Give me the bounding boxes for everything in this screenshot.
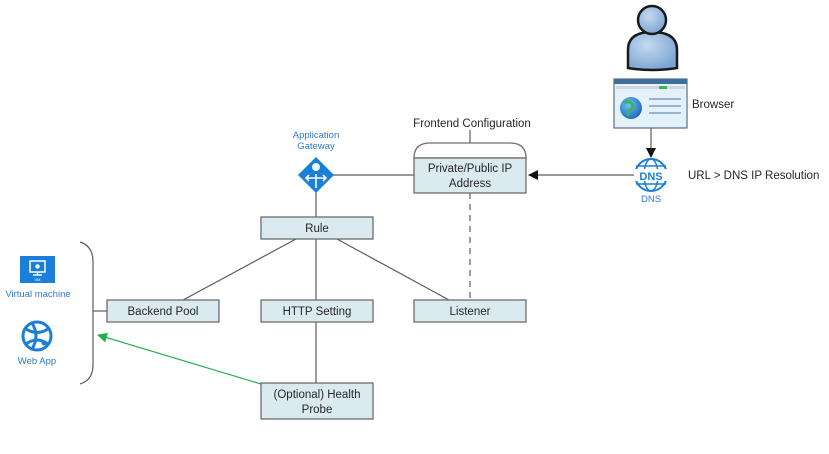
frontend-ip-line2: Address — [449, 178, 491, 190]
http-setting-box[interactable]: HTTP Setting — [260, 299, 374, 323]
dns-icon: DNS — [634, 158, 668, 192]
connectors — [79, 128, 656, 385]
browser-label: Browser — [692, 99, 734, 111]
application-gateway-icon[interactable] — [298, 157, 334, 193]
edge-probe-backend-green — [97, 332, 262, 385]
dns-icon-text: DNS — [639, 171, 662, 183]
rule-label: Rule — [305, 223, 329, 235]
listener-label: Listener — [450, 306, 491, 318]
app-gateway-label-line2: Gateway — [297, 141, 335, 152]
health-probe-line1: (Optional) Health — [274, 389, 361, 401]
backend-pool-label: Backend Pool — [128, 306, 199, 318]
health-probe-line2: Probe — [302, 404, 333, 416]
frontend-configuration-title: Frontend Configuration — [413, 118, 531, 130]
dns-caption: DNS — [641, 194, 661, 205]
vm-badge: VM — [35, 277, 41, 282]
rule-box[interactable]: Rule — [260, 216, 374, 240]
edge-rule-backend — [182, 238, 297, 301]
browser-icon — [613, 78, 688, 129]
http-setting-label: HTTP Setting — [283, 306, 352, 318]
web-app-caption: Web App — [18, 356, 56, 367]
frontend-ip-line1: Private/Public IP — [428, 163, 513, 175]
user-icon — [626, 4, 679, 72]
web-app-icon[interactable] — [21, 320, 53, 352]
backend-pool-box[interactable]: Backend Pool — [106, 299, 220, 323]
backend-targets-bracket — [79, 241, 94, 385]
frontend-ip-box[interactable]: Private/Public IP Address — [413, 142, 527, 194]
health-probe-box[interactable]: (Optional) Health Probe — [260, 382, 374, 420]
edge-rule-listener — [336, 238, 450, 301]
virtual-machine-icon[interactable]: VM — [20, 256, 55, 283]
virtual-machine-caption: Virtual machine — [5, 289, 70, 300]
dns-resolution-note: URL > DNS IP Resolution — [688, 170, 819, 182]
app-gateway-label-line1: Application — [293, 130, 339, 141]
listener-box[interactable]: Listener — [413, 299, 527, 323]
